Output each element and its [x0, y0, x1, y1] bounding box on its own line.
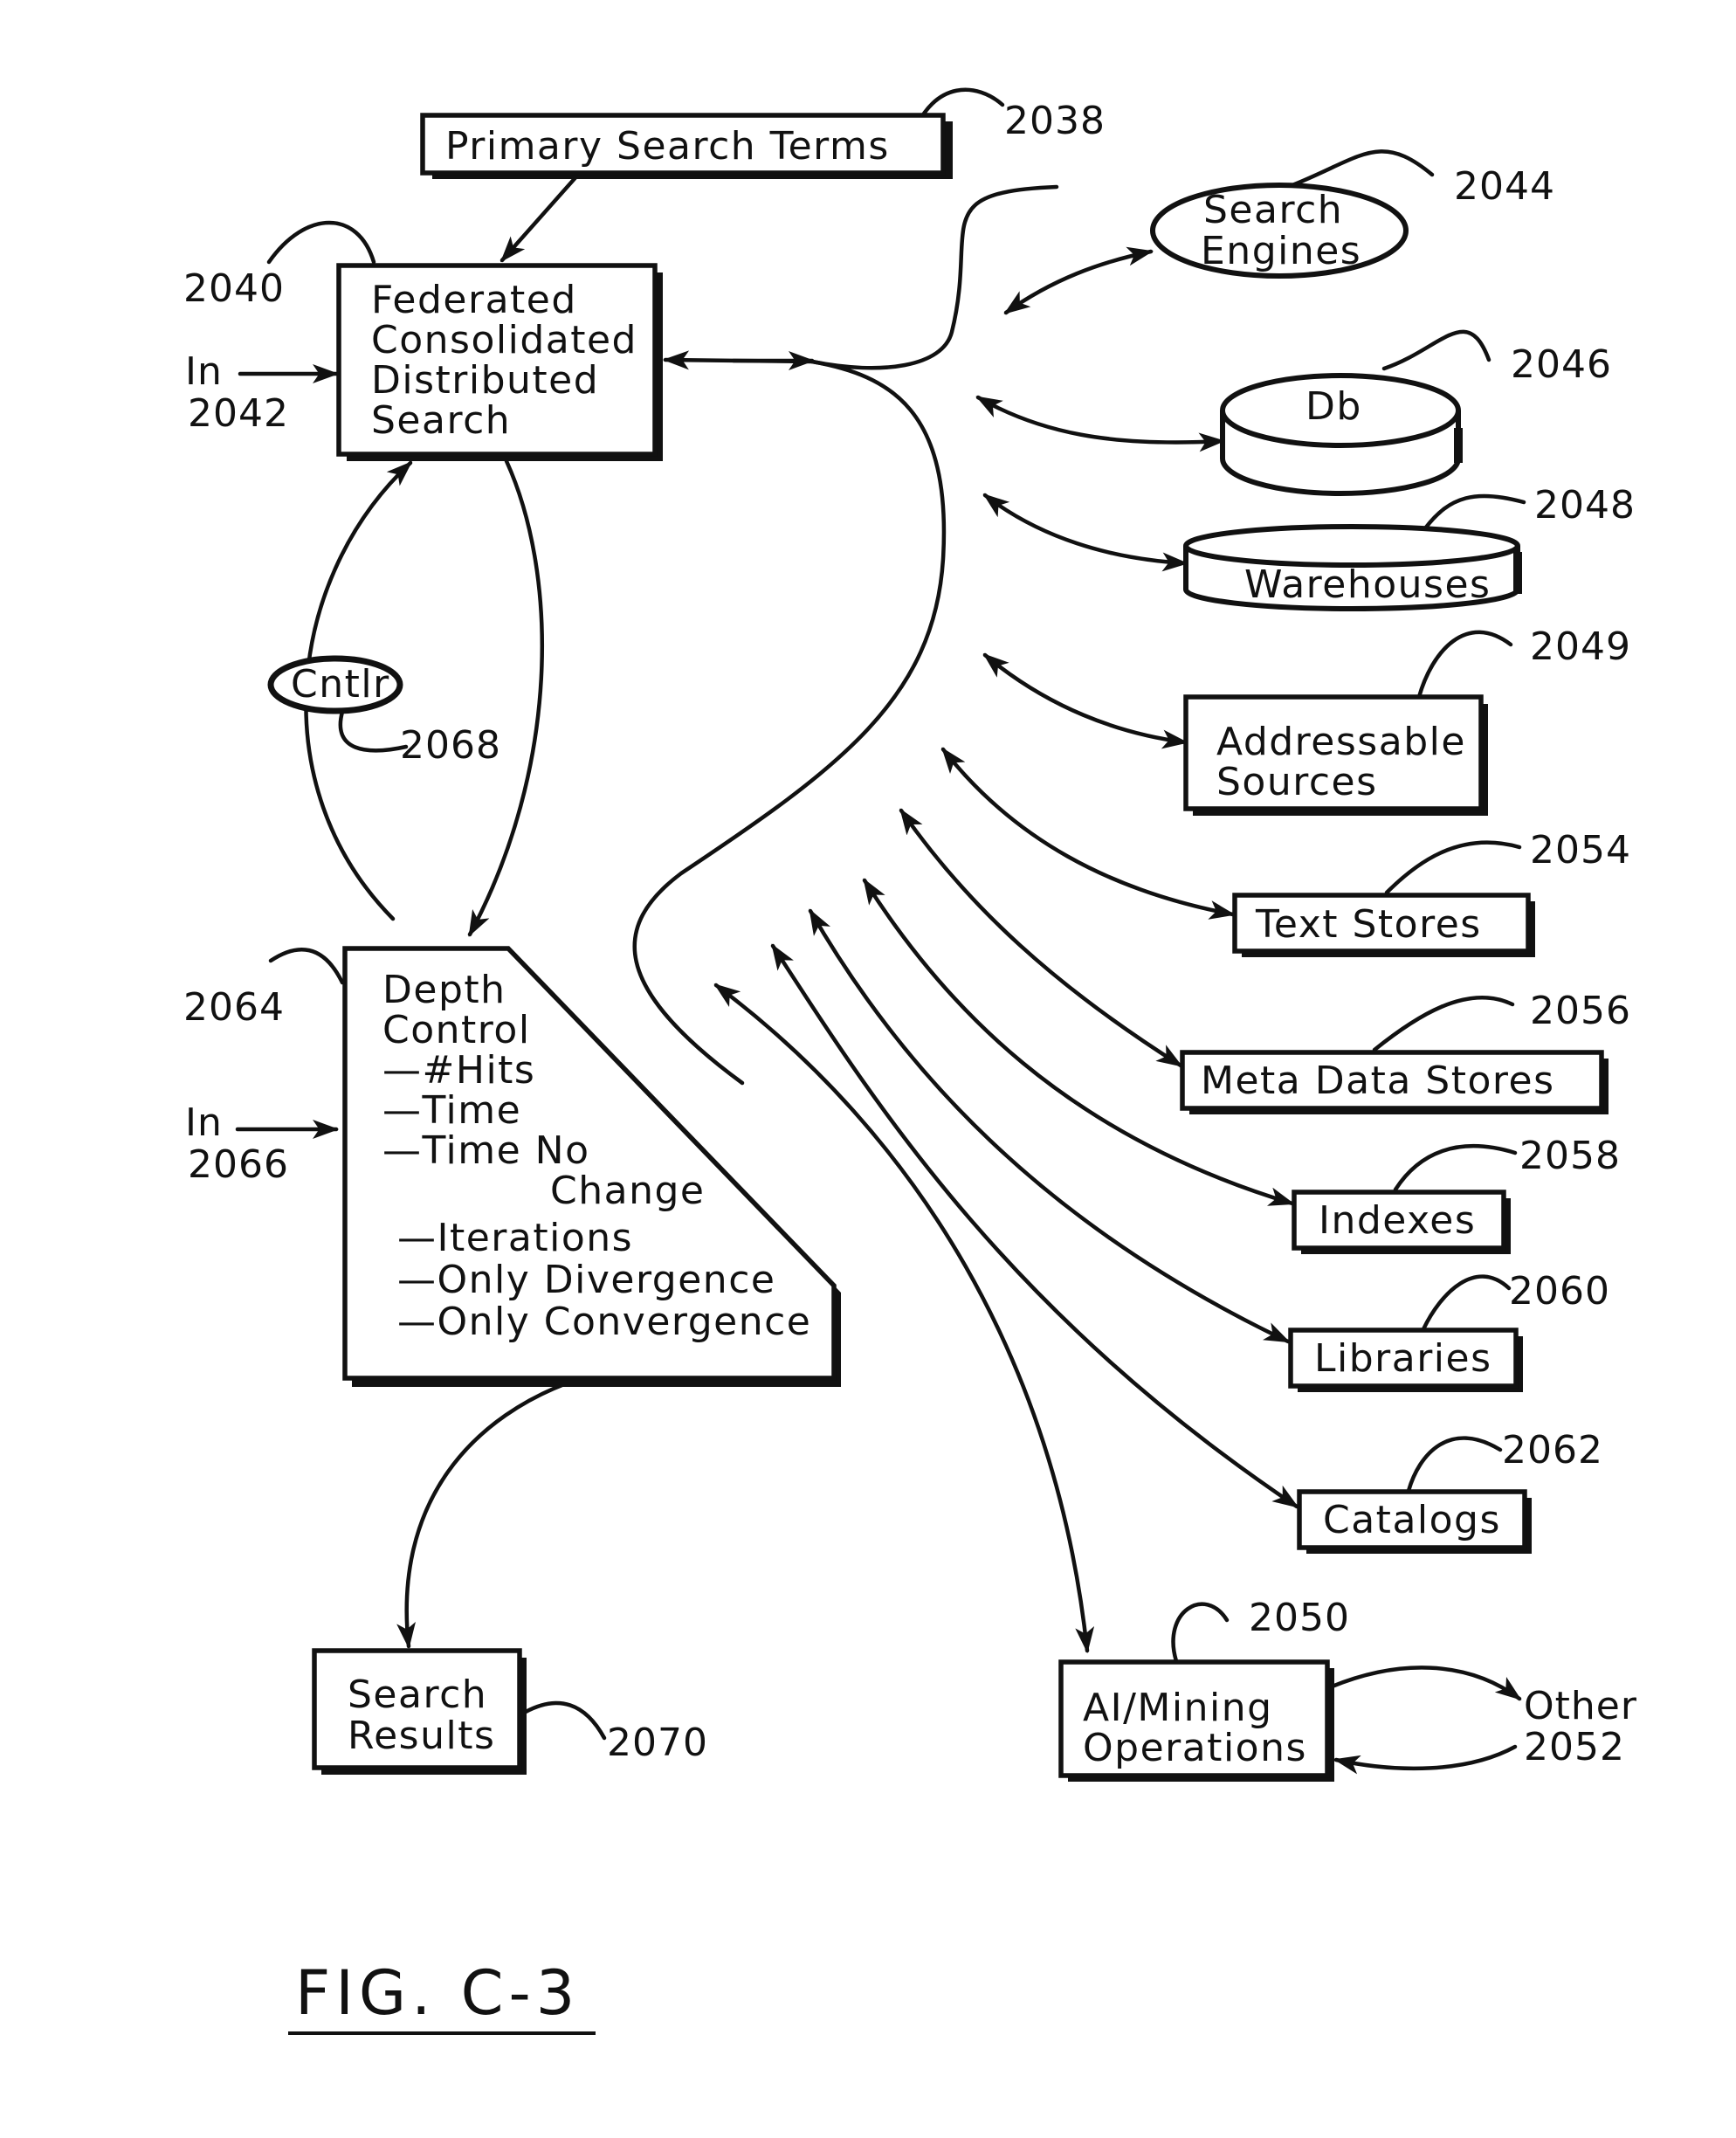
ref-2038: 2038 [1004, 99, 1106, 143]
addressable-line-1: Addressable [1216, 720, 1466, 764]
federated-line-4: Search [371, 398, 511, 443]
meta-stores-label: Meta Data Stores [1201, 1059, 1555, 1103]
arrow-libraries [810, 911, 1288, 1341]
leader-2060 [1423, 1277, 1509, 1329]
depth-line-6: Change [550, 1169, 705, 1213]
leader-2058 [1395, 1146, 1515, 1190]
depth-line-7: —Iterations [397, 1216, 633, 1260]
ref-2068: 2068 [400, 723, 501, 768]
leader-2068 [341, 712, 406, 750]
db-label: Db [1305, 384, 1362, 429]
node-libraries: Libraries 2060 [1291, 1269, 1610, 1392]
search-engines-line-1: Search [1203, 188, 1343, 232]
input-2042-label: In [185, 349, 223, 394]
arrow-meta-stores [901, 810, 1181, 1066]
ref-2060: 2060 [1509, 1269, 1610, 1314]
leader-2062 [1409, 1438, 1500, 1491]
ref-2064: 2064 [183, 985, 285, 1030]
warehouses-label: Warehouses [1244, 562, 1491, 607]
federated-line-1: Federated [371, 278, 577, 322]
depth-line-5: —Time No [382, 1128, 590, 1173]
node-federated-search: Federated Consolidated Distributed Searc… [183, 266, 663, 461]
depth-line-4: —Time [382, 1088, 521, 1133]
node-depth-control: Depth Control —#Hits —Time —Time No Chan… [183, 948, 841, 1387]
primary-search-terms-label: Primary Search Terms [445, 124, 890, 169]
node-search-results: Search Results 2070 [314, 1651, 708, 1775]
figure-caption: FIG. C-3 [288, 1957, 596, 2033]
ref-2040: 2040 [183, 266, 285, 311]
ref-2054: 2054 [1530, 828, 1631, 872]
catalogs-label: Catalogs [1323, 1498, 1501, 1542]
node-search-engines: Search Engines 2044 [1153, 164, 1555, 276]
node-catalogs: Catalogs 2062 [1299, 1428, 1603, 1554]
node-meta-data-stores: Meta Data Stores 2056 [1182, 989, 1631, 1114]
ref-2052: 2052 [1524, 1725, 1625, 1769]
figure-label: FIG. C-3 [295, 1957, 580, 2029]
arrow-warehouses [985, 495, 1186, 563]
search-engines-line-2: Engines [1201, 229, 1361, 273]
indexes-label: Indexes [1319, 1198, 1476, 1243]
node-text-stores: Text Stores 2054 [1235, 828, 1631, 957]
federated-line-3: Distributed [371, 358, 599, 403]
ref-2058: 2058 [1519, 1134, 1621, 1178]
arrow-primary-to-federated [502, 175, 578, 260]
leader-2070 [526, 1703, 604, 1738]
arrow-federated-to-depth [470, 461, 542, 935]
leader-2049 [1419, 632, 1511, 697]
curve-trunk-upper [812, 187, 1057, 368]
leader-2046 [1384, 332, 1489, 369]
cntlr-label: Cntlr [291, 662, 390, 707]
leader-2064 [271, 949, 342, 983]
leader-2056 [1374, 997, 1512, 1050]
leader-2040 [269, 223, 374, 262]
leader-2044 [1292, 151, 1432, 185]
arrow-addressable [985, 655, 1186, 742]
arrow-ai-to-other [1330, 1667, 1519, 1699]
arrow-indexes [865, 880, 1292, 1203]
depth-line-9: —Only Convergence [397, 1300, 811, 1344]
ref-2044: 2044 [1454, 164, 1555, 209]
depth-line-3: —#Hits [382, 1048, 535, 1093]
search-results-line-1: Search [348, 1672, 487, 1717]
ref-2070: 2070 [607, 1721, 708, 1765]
node-warehouses: Warehouses 2048 [1186, 483, 1636, 609]
arrow-search-engines [1006, 252, 1151, 313]
other-label: Other [1524, 1684, 1637, 1728]
libraries-label: Libraries [1314, 1336, 1492, 1381]
leader-2050 [1174, 1604, 1227, 1661]
leader-2054 [1387, 843, 1519, 893]
arrow-db [978, 397, 1223, 443]
addressable-line-2: Sources [1216, 760, 1378, 804]
node-indexes: Indexes 2058 [1294, 1134, 1621, 1254]
ref-2048: 2048 [1534, 483, 1636, 528]
search-results-line-2: Results [348, 1714, 495, 1758]
ref-2050: 2050 [1249, 1596, 1350, 1640]
depth-line-1: Depth [382, 968, 506, 1012]
arrow-depth-to-results [407, 1378, 581, 1646]
node-ai-mining: AI/Mining Operations 2050 Other 2052 [1061, 1596, 1637, 1782]
ref-2062: 2062 [1502, 1428, 1603, 1472]
ai-mining-line-2: Operations [1083, 1726, 1307, 1770]
ref-2046: 2046 [1511, 342, 1612, 387]
leader-2048 [1425, 496, 1524, 528]
input-2066-label: In [185, 1100, 223, 1145]
depth-line-2: Control [382, 1008, 531, 1052]
node-addressable-sources: Addressable Sources 2049 [1186, 624, 1631, 816]
text-stores-label: Text Stores [1255, 902, 1482, 947]
ref-2056: 2056 [1530, 989, 1631, 1033]
ref-2049: 2049 [1530, 624, 1631, 669]
node-primary-search-terms: Primary Search Terms 2038 [423, 99, 1106, 179]
ai-mining-line-1: AI/Mining [1083, 1686, 1273, 1730]
node-db: Db 2046 [1223, 342, 1612, 493]
input-2066-ref: 2066 [188, 1142, 289, 1187]
arrow-other-to-ai [1336, 1747, 1515, 1769]
depth-line-8: —Only Divergence [397, 1258, 775, 1302]
federated-line-2: Consolidated [371, 318, 637, 362]
input-2042-ref: 2042 [188, 391, 289, 436]
